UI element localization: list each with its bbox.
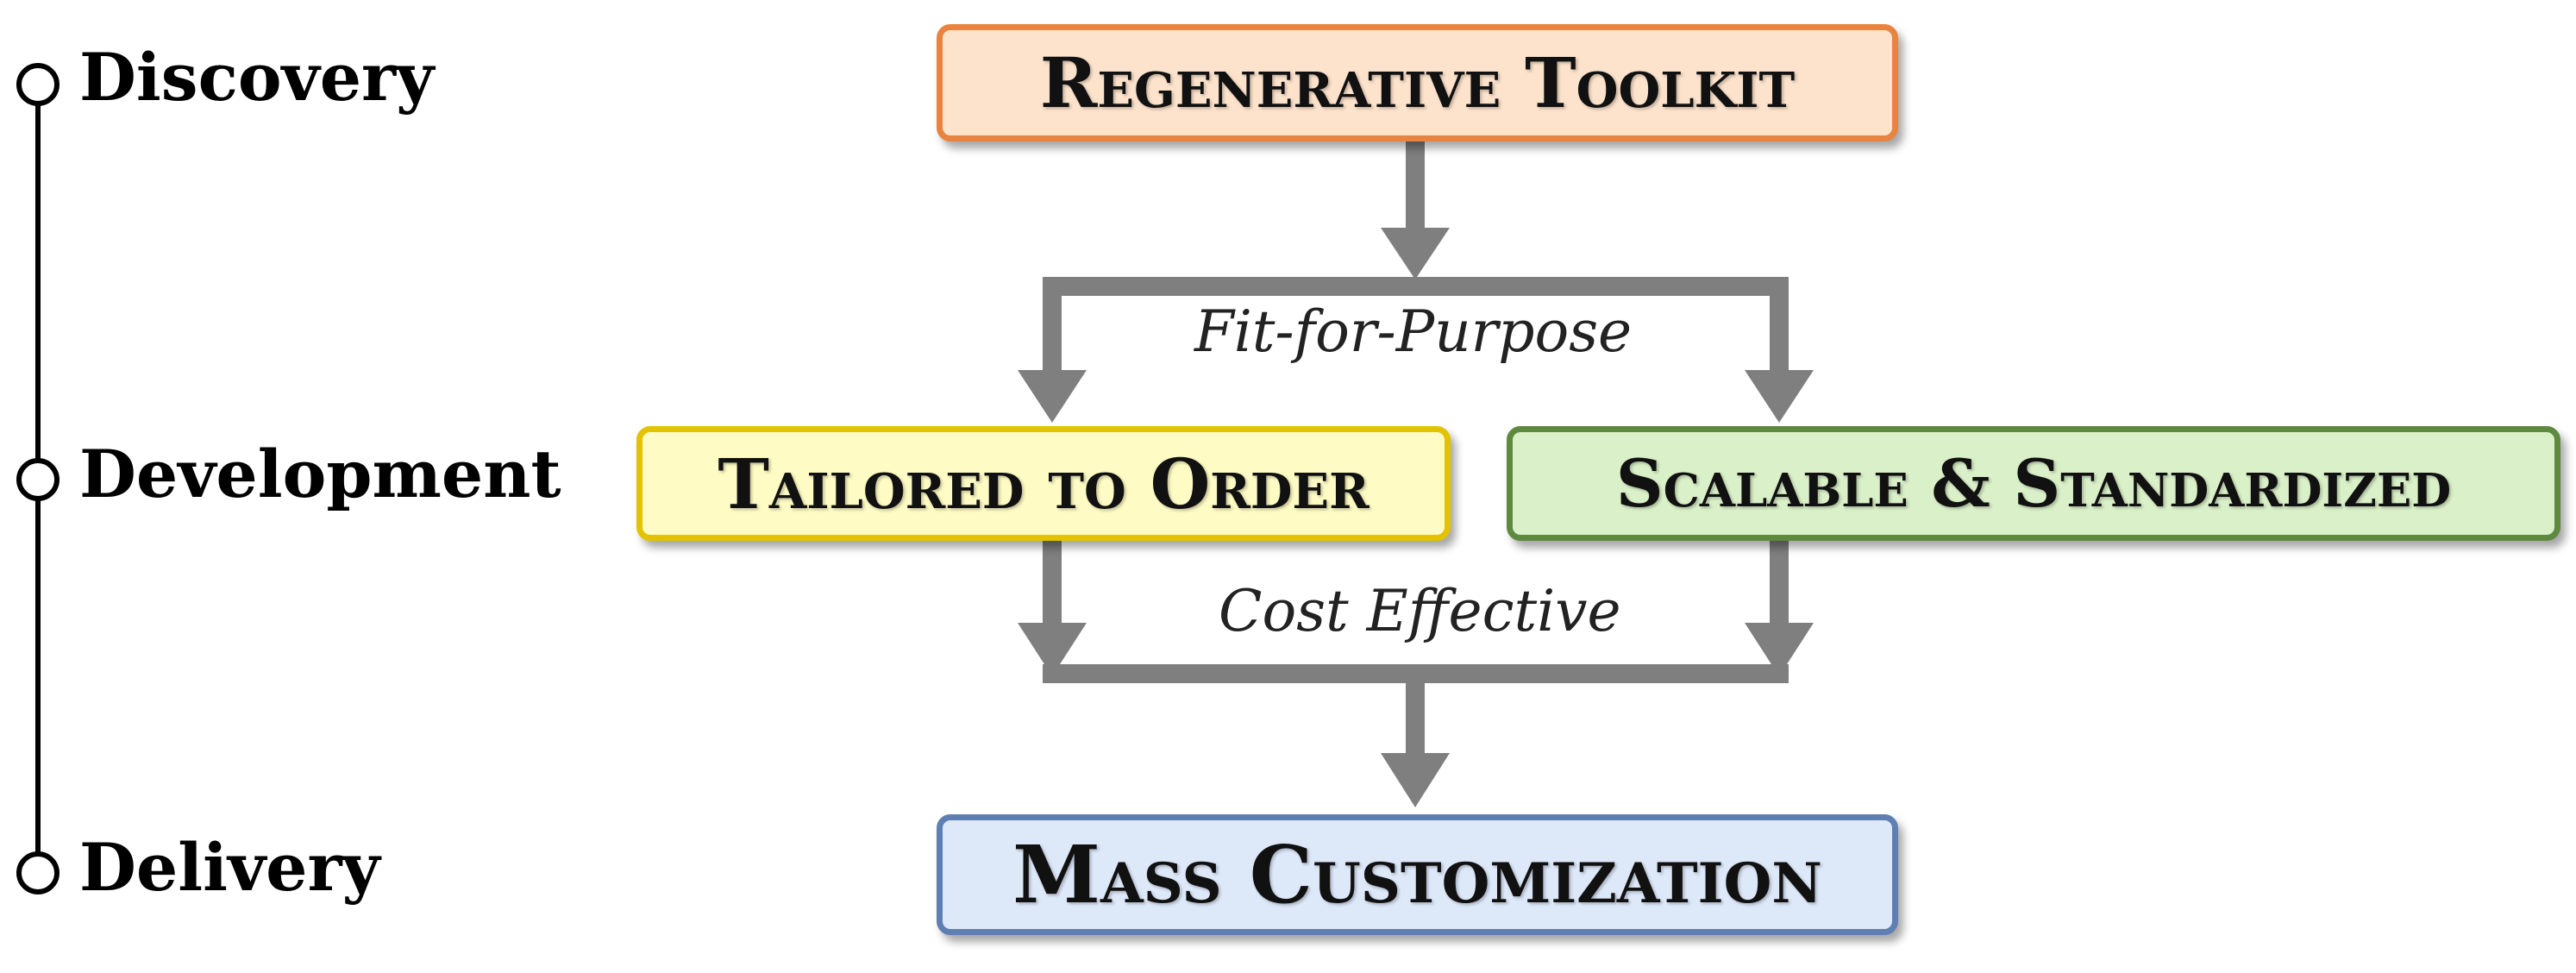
arrow-scalable-head bbox=[1745, 623, 1814, 676]
arrow-left-branch-head bbox=[1018, 370, 1087, 423]
arrow-tailored-stem bbox=[1043, 541, 1062, 623]
stage-label-delivery: Delivery bbox=[79, 829, 380, 906]
split-bar bbox=[1043, 277, 1789, 296]
mass-customization-label: Mass Customization bbox=[1012, 828, 1822, 921]
stage-label-discovery: Discovery bbox=[79, 39, 435, 116]
timeline-node-development bbox=[16, 458, 60, 501]
tailored-to-order-label: Tailored to Order bbox=[718, 443, 1369, 524]
fit-for-purpose-label: Fit-for-Purpose bbox=[1194, 298, 1633, 365]
arrow-toolkit-head bbox=[1381, 228, 1450, 279]
arrow-tailored-head bbox=[1018, 623, 1087, 676]
stage-label-development: Development bbox=[79, 436, 561, 512]
regenerative-toolkit-label: Regenerative Toolkit bbox=[1039, 42, 1796, 123]
arrow-scalable-stem bbox=[1770, 541, 1789, 623]
cost-effective-label: Cost Effective bbox=[1219, 578, 1621, 644]
arrow-toolkit-stem bbox=[1406, 141, 1425, 228]
timeline-node-delivery bbox=[16, 851, 60, 895]
regenerative-toolkit-box: Regenerative Toolkit bbox=[937, 24, 1898, 141]
arrow-right-branch-head bbox=[1745, 370, 1814, 423]
scalable-standardized-label: Scalable & Standardized bbox=[1615, 445, 2452, 522]
tailored-to-order-box: Tailored to Order bbox=[636, 426, 1451, 541]
arrow-left-branch-stem bbox=[1043, 277, 1062, 370]
timeline-node-discovery bbox=[16, 63, 60, 106]
mass-customization-box: Mass Customization bbox=[937, 814, 1898, 935]
arrow-right-branch-stem bbox=[1770, 277, 1789, 370]
scalable-standardized-box: Scalable & Standardized bbox=[1507, 426, 2560, 541]
arrow-merge-stem bbox=[1406, 674, 1425, 753]
arrow-merge-head bbox=[1381, 753, 1450, 807]
